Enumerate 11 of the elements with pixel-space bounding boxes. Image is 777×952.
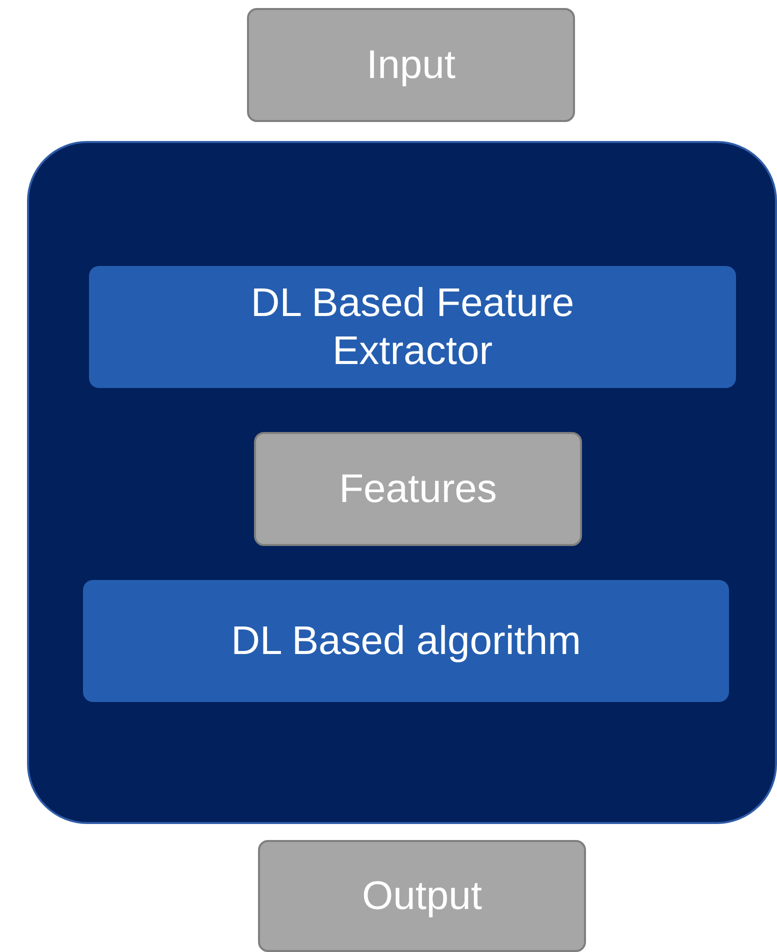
node-label: DL Based algorithm <box>231 618 581 665</box>
process-box <box>83 580 729 702</box>
process-box <box>89 266 736 388</box>
node-label: Input <box>366 42 456 89</box>
node-label: Output <box>362 873 482 920</box>
input-box <box>247 8 575 122</box>
data-box <box>254 432 582 546</box>
node-label: DL Based Feature Extractor <box>250 280 576 375</box>
output-box <box>258 840 586 952</box>
node-label: Features <box>339 466 497 513</box>
container-box <box>27 141 777 824</box>
